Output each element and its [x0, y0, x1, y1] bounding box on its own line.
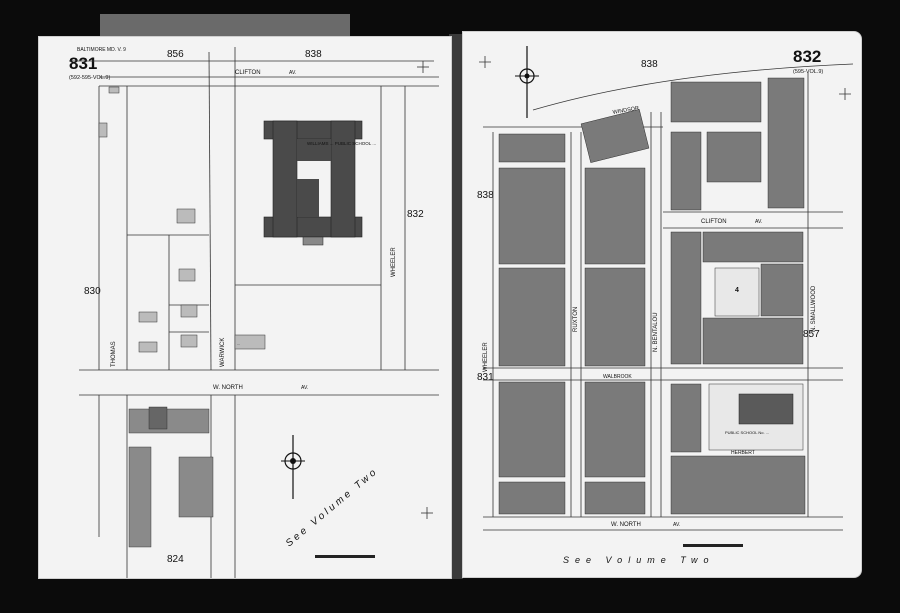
- left-sheet-map: BALTIMORE MD. V. 9 831 (592-595-VOL.9) 8…: [69, 47, 439, 578]
- street-label-herbert: HERBERT: [731, 450, 755, 456]
- see-volume-text-left: See Volume Two: [284, 466, 381, 550]
- street-lines-right: [483, 72, 843, 531]
- street-label-ruxton: RUXTON: [573, 307, 579, 332]
- compass-rose-left: [281, 435, 305, 499]
- adjoining-sheet-right: 857: [803, 329, 820, 340]
- small-building-label: ...: [237, 341, 240, 346]
- street-lines: [69, 47, 439, 578]
- street-label-north: W. NORTH: [213, 385, 243, 391]
- sheet-number-right: 832: [793, 47, 821, 66]
- small-buildings: [98, 86, 266, 353]
- street-suffix-clifton: AV.: [289, 70, 296, 76]
- adjoining-sheet-bottom: 824: [167, 554, 184, 565]
- street-label-warwick: WARWICK: [220, 338, 226, 367]
- registration-marks-left: [417, 61, 433, 519]
- open-lot: [714, 267, 760, 317]
- street-suffix-north-right: AV.: [673, 522, 680, 528]
- street-suffix-north: AV.: [301, 385, 308, 391]
- school-building-right: [708, 383, 804, 451]
- street-suffix-clifton-right: AV.: [755, 219, 762, 225]
- row-house-blocks: [498, 77, 806, 515]
- street-label-wheeler-right: WHEELER: [483, 342, 489, 372]
- scale-bar-right: [683, 544, 743, 547]
- row-houses-left: [128, 406, 214, 548]
- adjoining-sheet-top-right: 838: [305, 49, 322, 60]
- registration-marks-right: [479, 56, 851, 100]
- school-label-left: WILLIAMS ... PUBLIC SCHOOL ...: [307, 141, 376, 146]
- map-sheet-right: 832 (595-VOL.9) 838 838 831 857: [462, 31, 862, 578]
- book-spine: [449, 34, 463, 579]
- school-label-right: PUBLIC SCHOOL No. ...: [725, 430, 769, 435]
- curved-street-line: [532, 63, 854, 111]
- map-sheet-left: BALTIMORE MD. V. 9 831 (592-595-VOL.9) 8…: [38, 36, 452, 579]
- street-label-north-right: W. NORTH: [611, 522, 641, 528]
- binder-tab: [100, 14, 350, 36]
- street-label-thomas: THOMAS: [111, 341, 117, 367]
- street-label-smallwood: N. SMALLWOOD: [811, 285, 817, 332]
- adjoining-sheet-left: 830: [84, 286, 101, 297]
- adjoining-sheet-right: 832: [407, 209, 424, 220]
- street-label-wheeler: WHEELER: [391, 247, 397, 277]
- street-label-clifton: CLIFTON: [235, 70, 261, 76]
- right-sheet-map: 832 (595-VOL.9) 838 838 831 857: [477, 46, 854, 565]
- street-label-bentalou: N. BENTALOU: [653, 312, 659, 352]
- see-volume-text-right: See Volume Two: [563, 555, 715, 565]
- sheet-number-left: 831: [69, 54, 97, 73]
- adjoining-sheet-left-bottom: 831: [477, 372, 494, 383]
- adjoining-sheet-left-top: 838: [477, 190, 494, 201]
- adjoining-sheet-top-left: 856: [167, 49, 184, 60]
- atlas-label: BALTIMORE MD. V. 9: [77, 47, 126, 53]
- volume-ref-left: (592-595-VOL.9): [69, 75, 110, 81]
- scale-bar-left: [315, 555, 375, 558]
- street-label-clifton-right: CLIFTON: [701, 219, 727, 225]
- compass-rose-right: [515, 46, 539, 118]
- block-number: 4: [735, 287, 739, 294]
- street-label-windsor: WINDSOR: [612, 105, 639, 116]
- school-building: [263, 120, 363, 246]
- adjoining-sheet-top: 838: [641, 59, 658, 70]
- street-label-walbrook: WALBROOK: [603, 374, 632, 380]
